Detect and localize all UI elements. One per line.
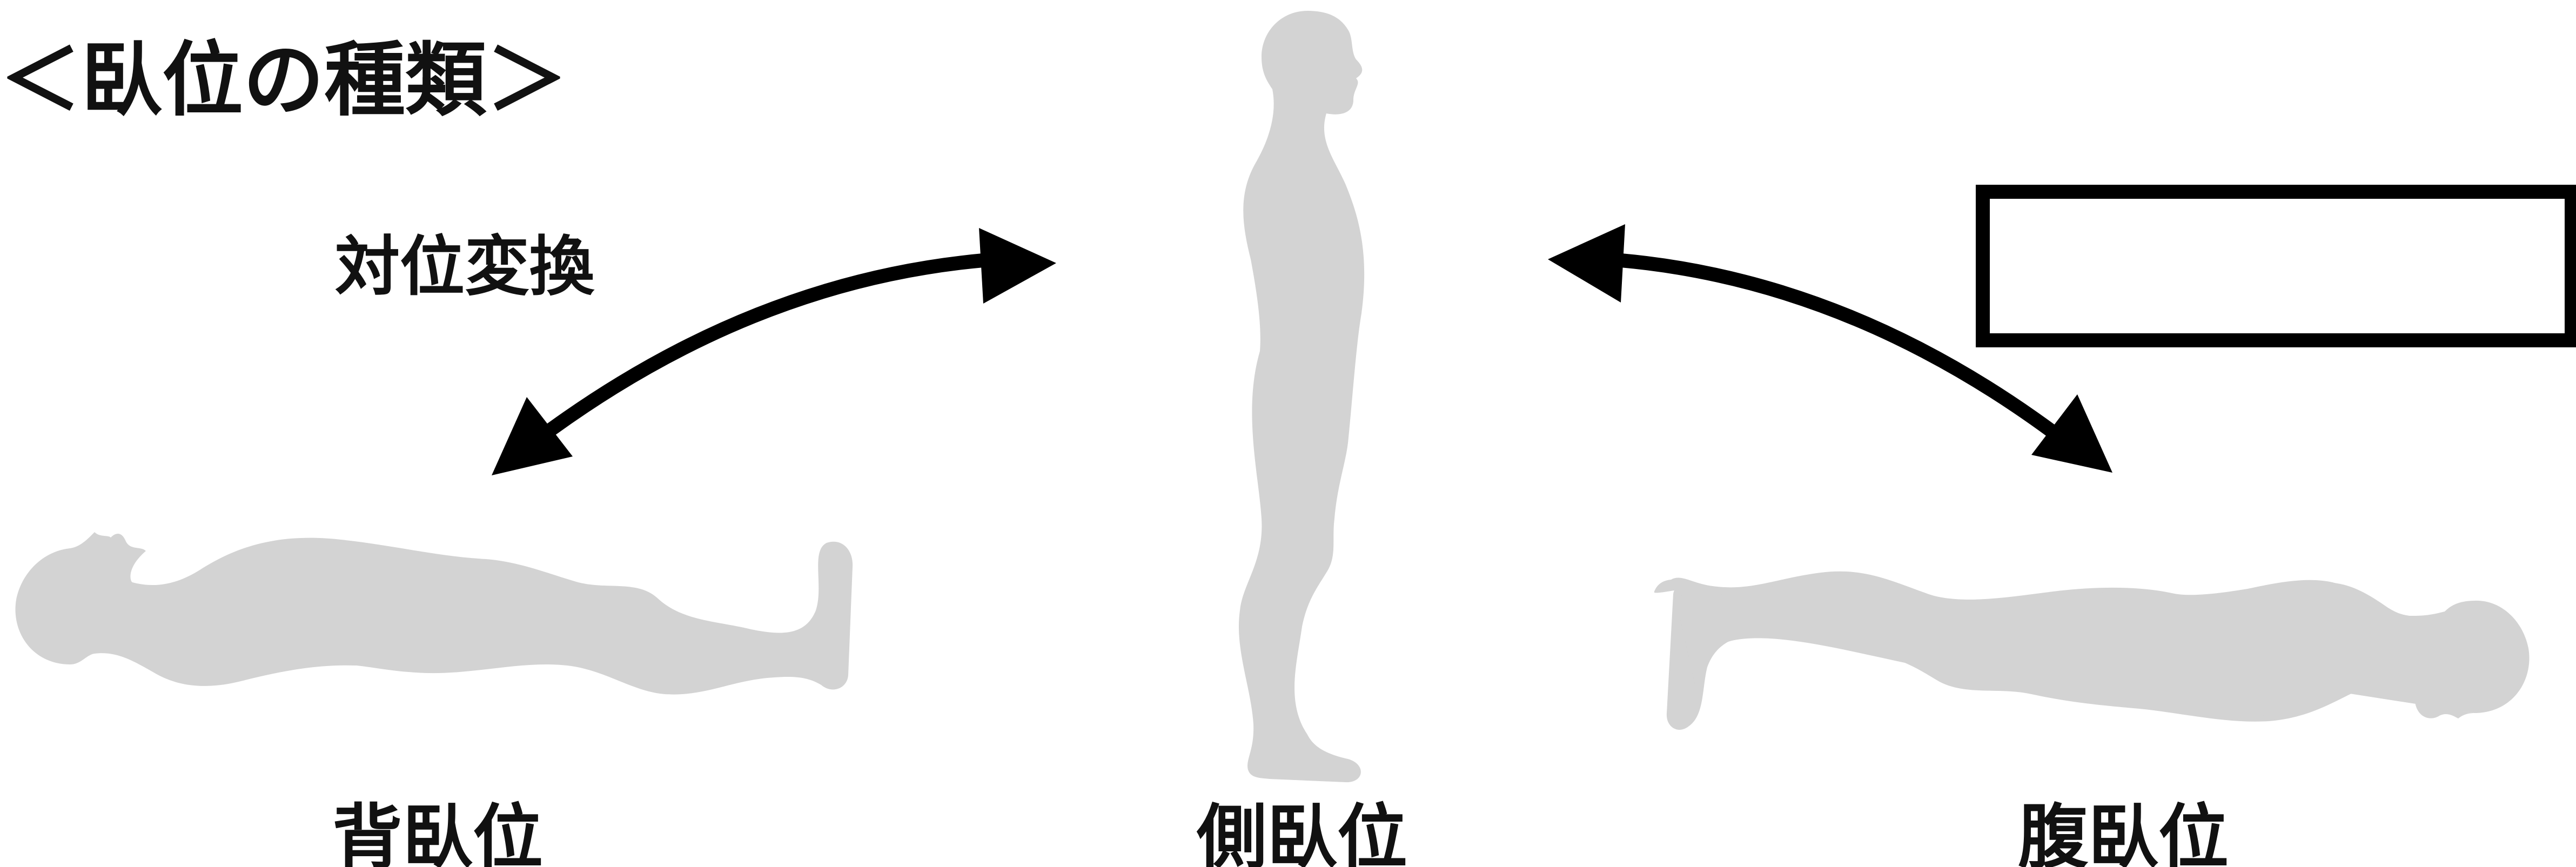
position-label-supine: 背臥位 <box>332 796 543 867</box>
right-double-arrow <box>1548 224 2112 473</box>
standing-figure <box>1238 11 1365 783</box>
prone-figure <box>1654 571 2530 730</box>
blank-label-box <box>1976 185 2576 347</box>
position-label-lateral: 側臥位 <box>1196 796 1407 867</box>
position-label-prone: 腹臥位 <box>2018 796 2229 867</box>
diagram-title: ＜臥位の種類＞ <box>0 33 567 127</box>
arrow-label: 対位変換 <box>335 230 595 305</box>
supine-figure <box>15 532 853 695</box>
left-double-arrow <box>492 228 1056 475</box>
